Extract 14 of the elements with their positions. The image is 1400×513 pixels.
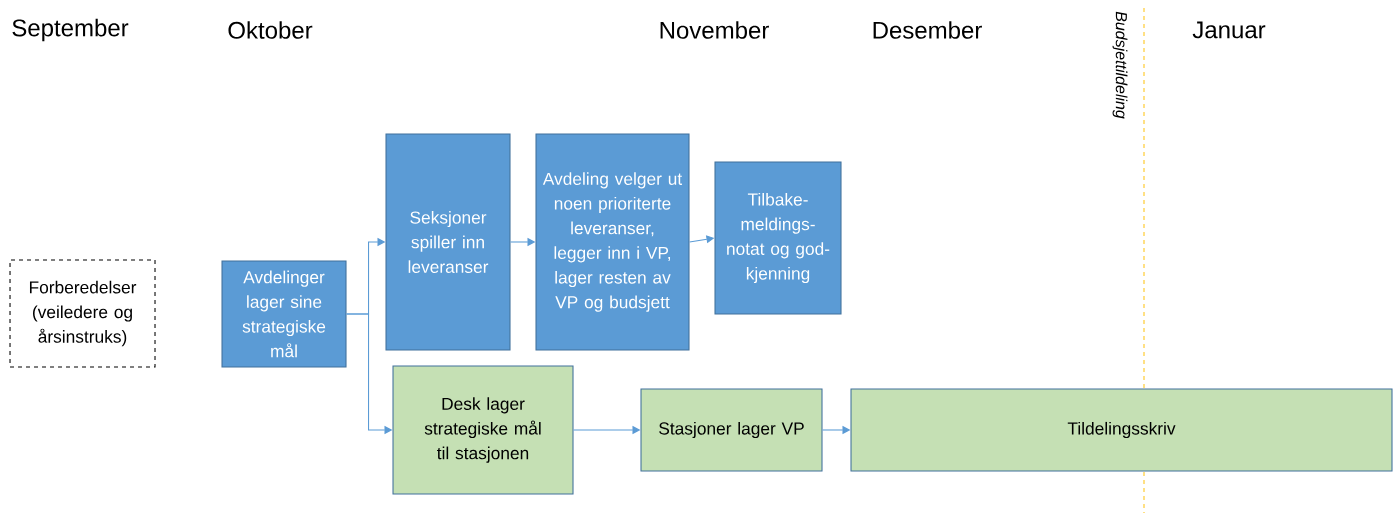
month-label: September xyxy=(12,18,129,42)
month-label: Desember xyxy=(873,21,982,39)
process-box: Avdelinger lager sine strategiske mål xyxy=(221,260,347,368)
process-box: Tildelingsskriv xyxy=(850,388,1393,472)
milestone-label: Budsjettildeling xyxy=(1112,11,1128,119)
month-label: Januar xyxy=(1192,21,1266,39)
dashed-box: Forberedelser (veiledere og årsinstruks) xyxy=(9,259,156,368)
process-box: Tilbake- meldings- notat og god- kjenning xyxy=(714,161,842,315)
month-label: November xyxy=(660,21,769,39)
process-box: Stasjoner lager VP xyxy=(640,388,823,472)
month-label: Oktober xyxy=(228,21,313,39)
process-box: Seksjoner spiller inn leveranser xyxy=(385,133,511,351)
process-box: Avdeling velger ut noen prioriterte leveranser, legger inn i VP, lager resten av VP og budsjett xyxy=(535,133,690,351)
process-box: Desk lager strategiske mål til stasjonen xyxy=(392,365,574,495)
